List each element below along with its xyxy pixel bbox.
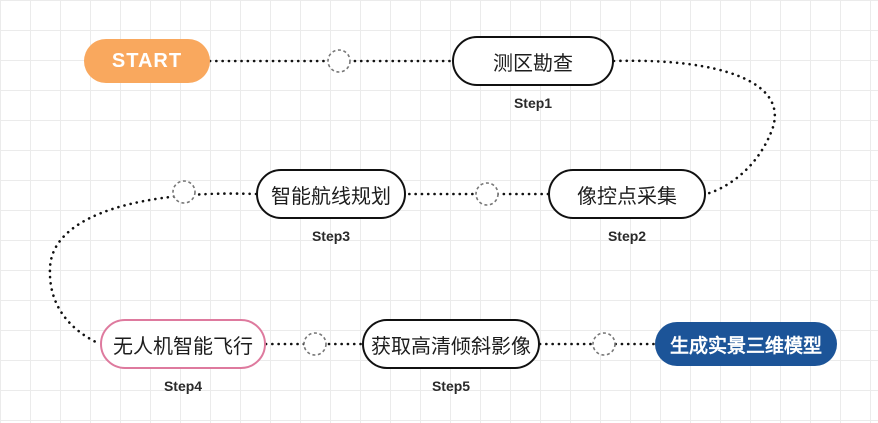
step-label-step3: Step3 — [311, 228, 351, 244]
connector-dot-3 — [172, 180, 196, 204]
node-step5[interactable]: 获取高清倾斜影像 — [362, 319, 540, 369]
node-end-label: 生成实景三维模型 — [669, 335, 822, 357]
connector-dot-2 — [475, 182, 499, 206]
node-step1-label: 测区勘查 — [493, 52, 573, 75]
node-start-label: START — [111, 49, 183, 72]
step-label-step4: Step4 — [163, 378, 203, 394]
node-step1[interactable]: 测区勘查 — [452, 36, 614, 86]
step-label-step5: Step5 — [431, 378, 471, 394]
connector-dot-4 — [303, 332, 327, 356]
node-start[interactable]: START — [84, 39, 210, 83]
node-step4[interactable]: 无人机智能飞行 — [100, 319, 266, 369]
node-step3-label: 智能航线规划 — [271, 185, 391, 208]
step-label-step2: Step2 — [607, 228, 647, 244]
node-step2-label: 像控点采集 — [577, 185, 677, 208]
node-step3[interactable]: 智能航线规划 — [256, 169, 406, 219]
connector-dot-1 — [327, 49, 351, 73]
connector-dot-5 — [592, 332, 616, 356]
node-step4-label: 无人机智能飞行 — [113, 335, 253, 358]
step-label-step1: Step1 — [513, 95, 553, 111]
node-step5-label: 获取高清倾斜影像 — [371, 335, 531, 358]
node-step2[interactable]: 像控点采集 — [548, 169, 706, 219]
node-end[interactable]: 生成实景三维模型 — [655, 322, 837, 366]
